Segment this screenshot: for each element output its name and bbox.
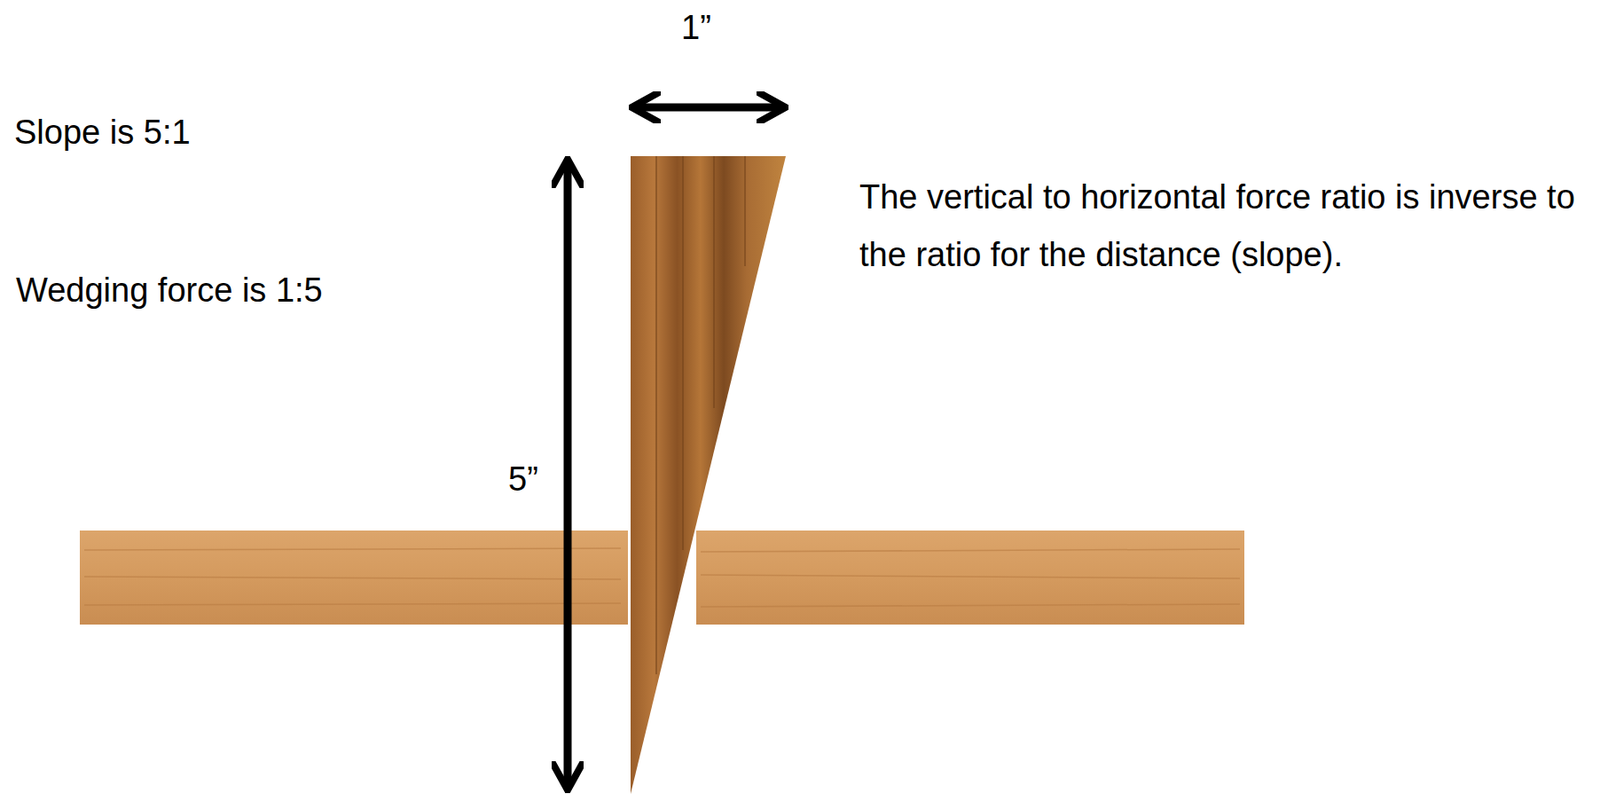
wedge-grain xyxy=(656,156,746,675)
width-dimension: 1” xyxy=(681,9,712,48)
board-right xyxy=(696,530,1245,625)
wedge xyxy=(630,156,786,794)
slope-note: Slope is 5:1 xyxy=(14,114,191,152)
ratio-note: The vertical to horizontal force ratio i… xyxy=(859,168,1589,283)
force-note: Wedging force is 1:5 xyxy=(15,272,323,310)
height-dimension: 5” xyxy=(508,461,539,499)
board-left xyxy=(79,530,628,625)
width-arrow xyxy=(635,103,783,112)
height-arrow xyxy=(564,162,573,787)
